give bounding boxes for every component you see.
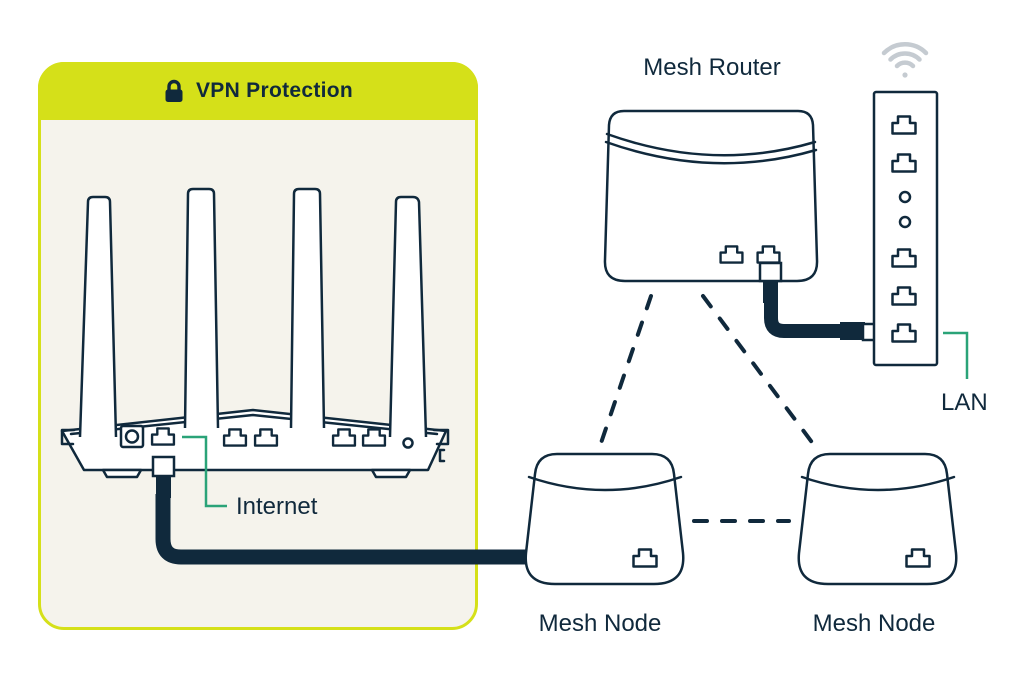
- mesh-node-right-illustration: [799, 454, 957, 584]
- mesh-node-left-illustration: [526, 454, 684, 584]
- wireless-link-right: [701, 294, 816, 447]
- power-port-pin: [124, 429, 140, 444]
- internet-port-label: Internet: [236, 493, 318, 520]
- vpn-protection-title: VPN Protection: [195, 79, 354, 102]
- led-indicator: [898, 215, 912, 229]
- access-point-illustration: [872, 42, 939, 367]
- reset-button-icon: [402, 437, 414, 449]
- lock-icon: [165, 79, 183, 102]
- mesh-router-illustration: [603, 109, 819, 283]
- lan-cable: [758, 261, 881, 342]
- cable-connector: [758, 261, 783, 283]
- cable-plug: [156, 476, 171, 498]
- mesh-wireless-links: [599, 294, 816, 523]
- lan-callout-line: [943, 331, 969, 379]
- router-rear-ports: [119, 424, 414, 449]
- wireless-link-left: [599, 294, 653, 445]
- lan-label: LAN: [941, 389, 988, 416]
- cable-plug: [763, 281, 778, 303]
- vpn-protection-header: VPN Protection: [38, 62, 478, 120]
- cable-connector: [151, 455, 176, 478]
- wifi-icon: [881, 42, 929, 78]
- router-antennas: [78, 187, 428, 438]
- vpn-router-illustration: [60, 187, 450, 479]
- cable-plug: [840, 322, 865, 340]
- mesh-node-left-label: Mesh Node: [538, 610, 662, 637]
- led-indicator: [898, 190, 912, 204]
- mesh-router-label: Mesh Router: [643, 54, 781, 81]
- mesh-node-right-label: Mesh Node: [812, 610, 936, 637]
- internet-callout-line: [182, 435, 227, 508]
